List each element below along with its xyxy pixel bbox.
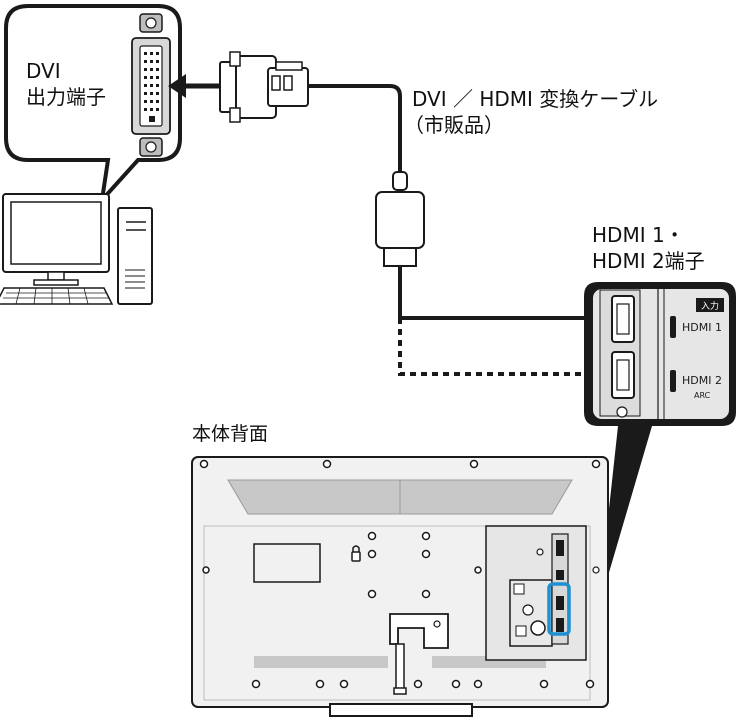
cable-line: [308, 84, 402, 174]
hdmi-ports-label-line1: HDMI 1・: [592, 223, 685, 247]
hdmi2-arc-label: ARC: [694, 391, 711, 400]
stand-mount-icon: [389, 613, 449, 695]
cable-label-line2: （市販品）: [404, 113, 504, 137]
hdmi1-port-label: HDMI 1: [682, 321, 722, 334]
cable-label-line1: DVI ／ HDMI 変換ケーブル: [412, 87, 659, 111]
hdmi2-port-label: HDMI 2: [682, 374, 722, 387]
tv-stand-base: [329, 703, 473, 717]
hdmi-ports-label-line2: HDMI 2端子: [592, 249, 705, 273]
hdmi-plug-icon: [375, 171, 425, 267]
rating-label-area: [253, 543, 321, 583]
tv-rear-view: [191, 456, 609, 717]
hdmi2-port-icon: [611, 351, 635, 399]
computer-icon: [0, 193, 153, 305]
dvi-label-line2: 出力端子: [26, 85, 106, 109]
top-vent-right: [399, 479, 573, 515]
input-tag-text: 入力: [701, 300, 719, 312]
dvi-callout: [4, 4, 220, 207]
hdmi2-connection-line: [398, 318, 586, 376]
hdmi-panel-callout: 入力 HDMI 1 HDMI 2 ARC: [584, 282, 736, 610]
dvi-plug-icon: [219, 51, 309, 123]
dvi-arrow-head: [168, 74, 186, 98]
bottom-vent-left: [254, 656, 388, 668]
hdmi1-port-icon: [611, 295, 635, 343]
hdmi-ports-highlight: [547, 582, 571, 636]
lock-icon: [351, 545, 361, 562]
rear-view-label: 本体背面: [192, 423, 269, 445]
tv-terminal-panel: [485, 525, 600, 661]
hdmi1-connection-line: [398, 266, 586, 320]
dvi-label-line1: DVI: [26, 59, 61, 83]
top-vent-left: [227, 479, 401, 515]
dvi-output-port-icon: [131, 13, 171, 157]
